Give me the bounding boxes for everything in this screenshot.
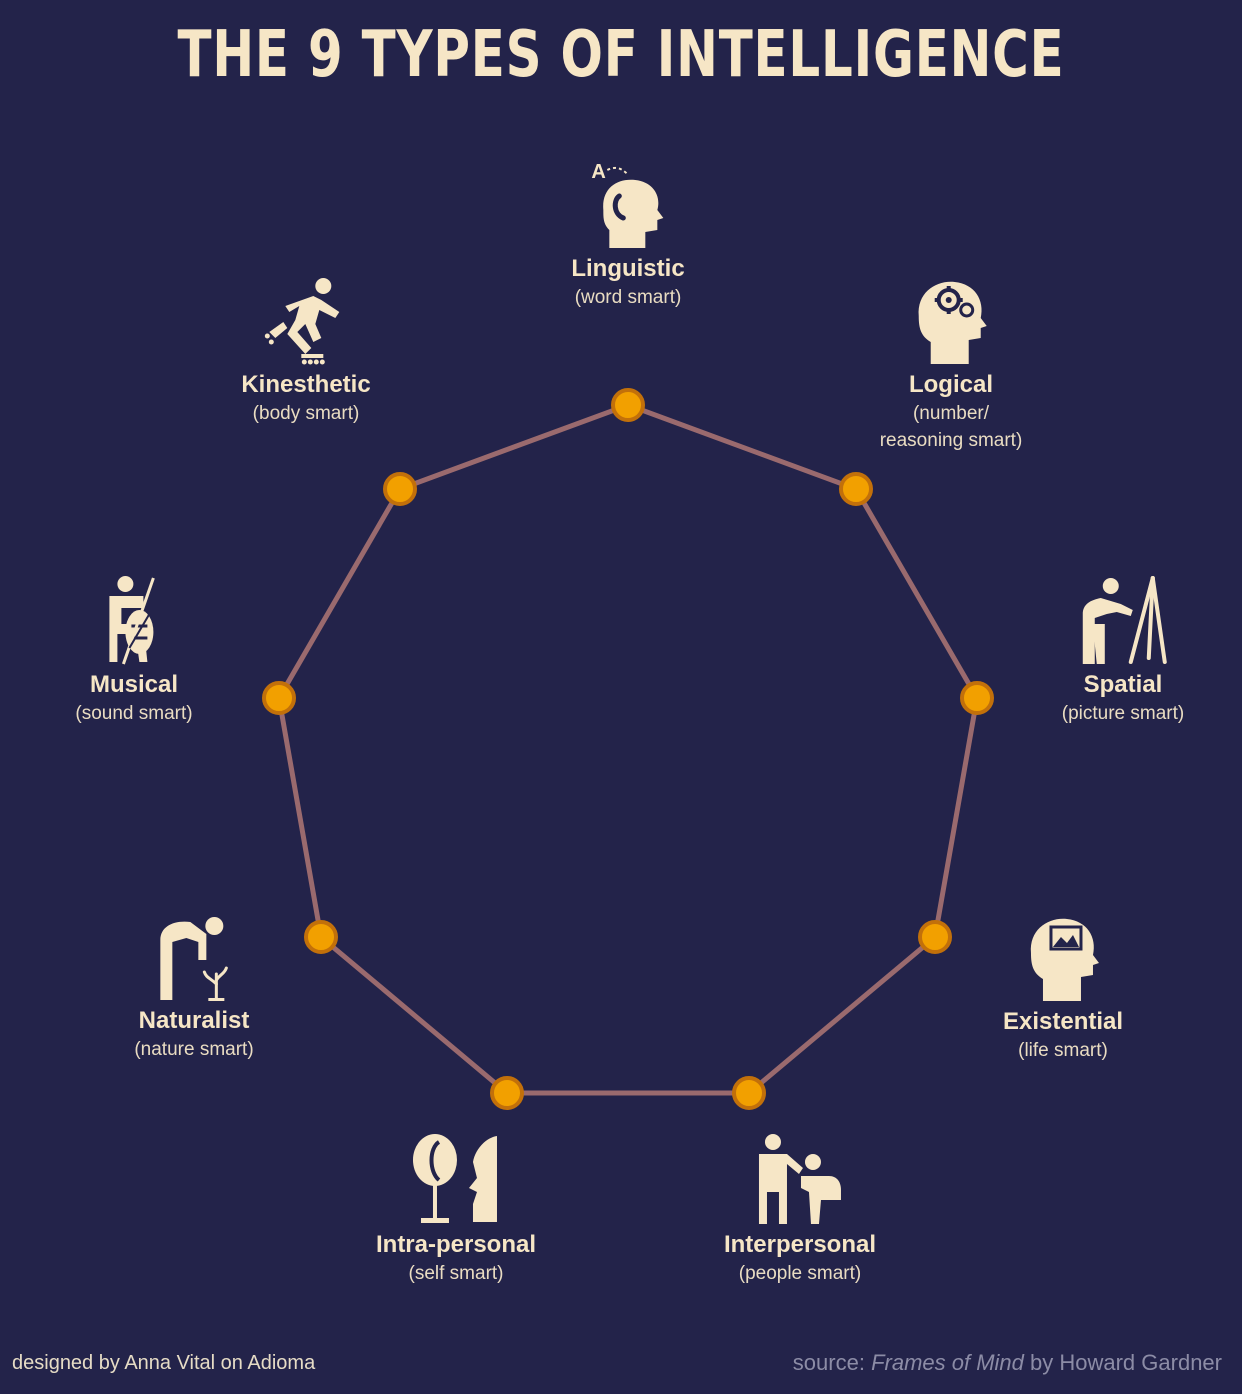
type-intra-personal: Intra-personal (self smart): [376, 1132, 536, 1287]
svg-text:A: A: [591, 161, 605, 183]
type-name: Existential: [1002, 1008, 1124, 1035]
type-name: Kinesthetic: [241, 371, 371, 398]
type-name: Musical: [89, 671, 179, 698]
type-name: Interpersonal: [723, 1231, 877, 1258]
two-people-icon: [758, 1134, 841, 1224]
source-suffix: by Howard Gardner: [1030, 1350, 1222, 1375]
source-prefix: source:: [792, 1350, 865, 1375]
page-title: THE 9 TYPES OF INTELLIGENCE: [177, 18, 1065, 92]
type-name: Linguistic: [571, 255, 685, 282]
painter-easel-icon: [1083, 576, 1167, 664]
skater-icon: [264, 278, 339, 365]
source-text: source: Frames of Mind by Howard Gardner: [793, 1350, 1222, 1376]
type-name: Naturalist: [138, 1007, 250, 1034]
type-description: (number/: [912, 403, 990, 424]
vertex-marker: [732, 1076, 766, 1110]
source-title: Frames of Mind: [871, 1350, 1024, 1375]
nonagon-edges: [276, 402, 980, 1096]
type-description: (self smart): [408, 1263, 504, 1284]
type-spatial: Spatial (picture smart): [1062, 574, 1184, 727]
type-naturalist: Naturalist (nature smart): [134, 912, 254, 1063]
type-name: Intra-personal: [375, 1231, 537, 1258]
type-description: (nature smart): [134, 1039, 254, 1060]
head-gears-icon: [918, 281, 987, 364]
head-picture-icon: [1030, 918, 1099, 1001]
head-letter-icon: A: [591, 161, 663, 248]
person-plant-icon: [160, 917, 228, 1001]
type-description: (life smart): [1018, 1040, 1108, 1061]
type-description: (picture smart): [1061, 703, 1185, 724]
vertex-marker: [490, 1076, 524, 1110]
mirror-face-icon: [413, 1134, 497, 1223]
type-interpersonal: Interpersonal (people smart): [724, 1132, 876, 1287]
vertex-marker: [304, 920, 338, 954]
type-description: (body smart): [252, 403, 360, 424]
type-name: Spatial: [1083, 671, 1163, 698]
type-name: Logical: [908, 371, 993, 398]
cellist-icon: [108, 576, 155, 665]
type-kinesthetic: Kinesthetic (body smart): [241, 276, 371, 427]
vertex-marker: [918, 920, 952, 954]
vertex-marker: [839, 472, 873, 506]
vertex-markers: [262, 388, 994, 1110]
type-musical: Musical (sound smart): [75, 574, 193, 727]
type-existential: Existential (life smart): [1003, 913, 1123, 1064]
vertex-marker: [262, 681, 296, 715]
type-description: (people smart): [738, 1263, 862, 1284]
type-description: reasoning smart): [879, 430, 1023, 451]
credit-text: designed by Anna Vital on Adioma: [12, 1352, 316, 1374]
type-description: (word smart): [574, 287, 682, 308]
type-description: (sound smart): [75, 703, 193, 724]
type-linguistic: A Linguistic (word smart): [571, 158, 684, 311]
vertex-marker: [960, 681, 994, 715]
vertex-marker: [383, 472, 417, 506]
vertex-marker: [611, 388, 645, 422]
type-logical: Logical (number/ reasoning smart): [879, 276, 1023, 454]
